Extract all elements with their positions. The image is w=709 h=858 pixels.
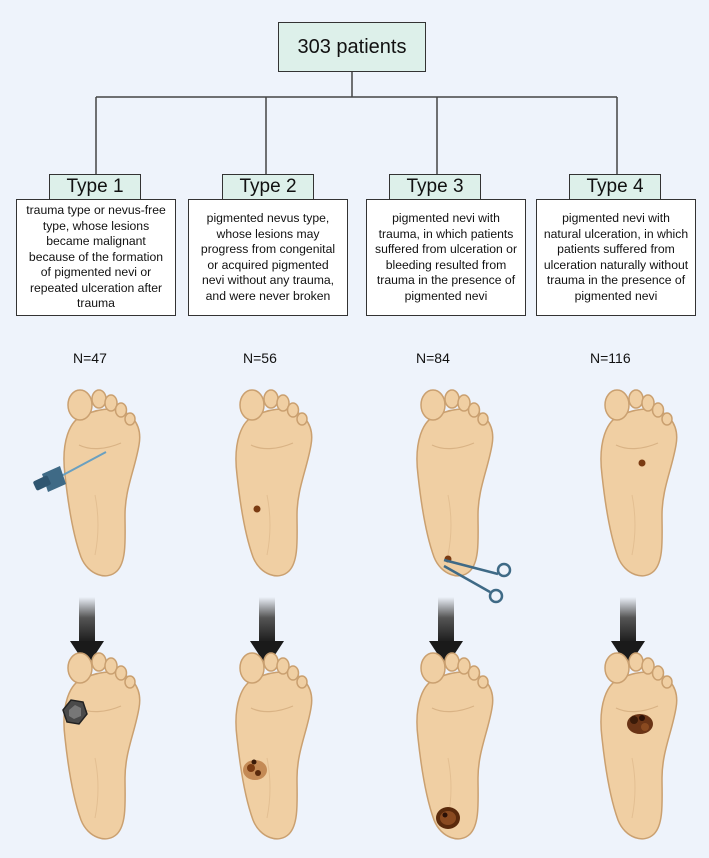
- nevus-icon: [638, 459, 646, 467]
- type-2-description: pigmented nevus type, whose lesions may …: [200, 211, 336, 303]
- root-label: 303 patients: [297, 35, 407, 58]
- type-4-label-box: Type 4: [569, 174, 661, 200]
- melanoma-lesion-icon: [436, 807, 460, 829]
- melanoma-lesion-icon: [243, 759, 267, 780]
- type-1-label: Type 1: [66, 176, 124, 197]
- foot-type-4-before: [600, 389, 678, 577]
- foot-type-4-after: [600, 652, 678, 840]
- melanoma-lesion-icon: [627, 714, 653, 734]
- scissors-icon: [443, 558, 512, 604]
- type-4-label: Type 4: [586, 176, 644, 197]
- type-3-label: Type 3: [406, 176, 464, 197]
- type-4-description-box: pigmented nevi with natural ulceration, …: [536, 199, 696, 316]
- foot-type-3-after: [416, 652, 494, 840]
- type-2-count: N=56: [243, 350, 277, 366]
- type-4-description: pigmented nevi with natural ulceration, …: [543, 211, 689, 303]
- progression-arrow-icon: [70, 597, 104, 667]
- root-node: 303 patients: [278, 22, 426, 72]
- type-1-description-box: trauma type or nevus-free type, whose le…: [16, 199, 176, 316]
- foot-type-2-after: [235, 652, 313, 840]
- progression-arrow-icon: [429, 597, 463, 667]
- type-1-count: N=47: [73, 350, 107, 366]
- type-4-count: N=116: [590, 350, 631, 366]
- type-3-label-box: Type 3: [389, 174, 481, 200]
- type-3-description: pigmented nevi with trauma, in which pat…: [374, 211, 518, 303]
- pushpin-icon: [33, 451, 107, 492]
- type-1-label-box: Type 1: [49, 174, 141, 200]
- type-2-label: Type 2: [239, 176, 297, 197]
- foot-type-1-after: [62, 652, 141, 840]
- nevus-icon: [253, 505, 261, 513]
- type-2-description-box: pigmented nevus type, whose lesions may …: [188, 199, 348, 316]
- type-3-count: N=84: [416, 350, 450, 366]
- type-1-description: trauma type or nevus-free type, whose le…: [26, 203, 166, 311]
- type-3-description-box: pigmented nevi with trauma, in which pat…: [366, 199, 526, 316]
- foot-type-2-before: [235, 389, 313, 577]
- type-2-label-box: Type 2: [222, 174, 314, 200]
- progression-arrow-icon: [611, 597, 645, 667]
